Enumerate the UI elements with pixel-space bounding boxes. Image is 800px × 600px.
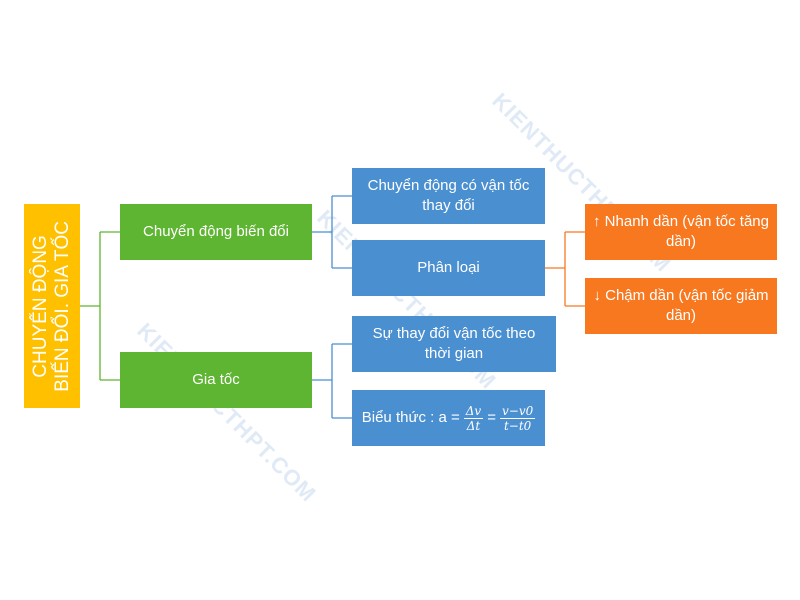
fraction-delta-denominator: Δt — [466, 418, 481, 433]
node-nhanh-dan-label: ↑ Nhanh dần (vận tốc tăng dần) — [593, 213, 769, 250]
fraction-difference: v−v0 t−t0 — [499, 403, 536, 433]
root-node: CHUYỂN ĐỘNG BIẾN ĐỔI. GIA TỐC — [24, 204, 80, 408]
fraction-difference-denominator: t−t0 — [503, 418, 532, 433]
formula-equals: = — [487, 409, 496, 426]
node-cham-dan: ↓ Chậm dần (vận tốc giảm dần) — [585, 278, 777, 334]
formula-label: Biểu thức : a = — [361, 409, 460, 426]
node-bieu-thuc: Biểu thức : a = Δv Δt = v−v0 t−t0 — [352, 390, 545, 446]
fraction-delta: Δv Δt — [463, 403, 484, 433]
node-phan-loai: Phân loại — [352, 240, 545, 296]
node-cham-dan-label: ↓ Chậm dần (vận tốc giảm dần) — [593, 287, 769, 324]
node-phan-loai-label: Phân loại — [417, 259, 480, 276]
fraction-delta-numerator: Δv — [463, 403, 484, 419]
fraction-difference-numerator: v−v0 — [499, 403, 536, 419]
node-gia-toc: Gia tốc — [120, 352, 312, 408]
node-chuyen-dong-bien-doi-label: Chuyển động biến đổi — [143, 223, 289, 240]
node-van-toc-thay-doi-label: Chuyển động có vận tốc thay đổi — [367, 177, 530, 214]
node-chuyen-dong-bien-doi: Chuyển động biến đổi — [120, 204, 312, 260]
acceleration-formula: Biểu thức : a = Δv Δt = v−v0 t−t0 — [361, 403, 536, 433]
node-su-thay-doi-van-toc-label: Sự thay đổi vận tốc theo thời gian — [372, 325, 536, 362]
node-gia-toc-label: Gia tốc — [192, 371, 240, 388]
node-su-thay-doi-van-toc: Sự thay đổi vận tốc theo thời gian — [352, 316, 556, 372]
root-node-label: CHUYỂN ĐỘNG BIẾN ĐỔI. GIA TỐC — [30, 220, 73, 392]
node-nhanh-dan: ↑ Nhanh dần (vận tốc tăng dần) — [585, 204, 777, 260]
node-van-toc-thay-doi: Chuyển động có vận tốc thay đổi — [352, 168, 545, 224]
